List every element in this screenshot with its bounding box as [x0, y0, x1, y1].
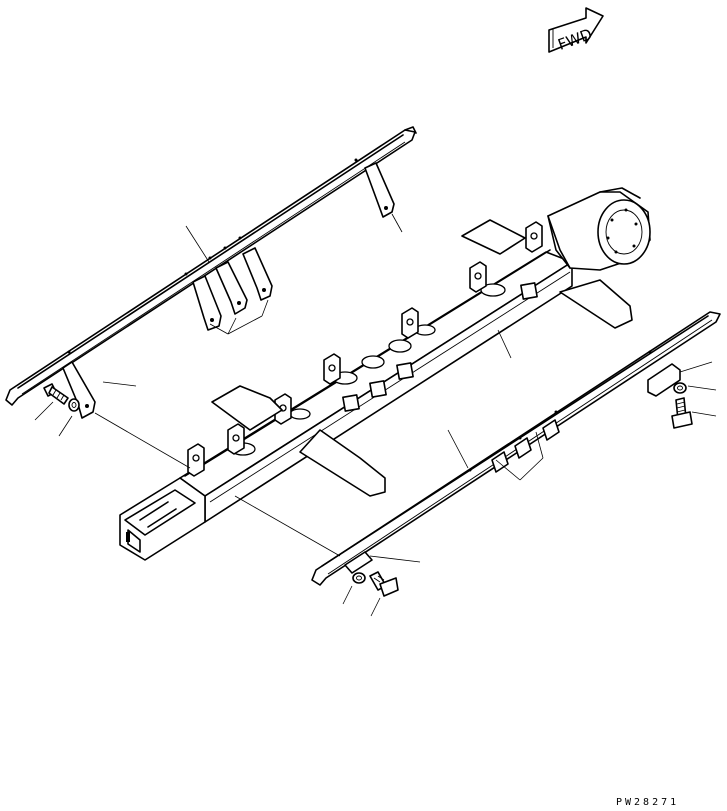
- bolt-right-lower: [369, 571, 399, 597]
- rear-swing-housing: [547, 187, 651, 271]
- right-side-rail: [311, 311, 721, 586]
- bolt-left: [43, 383, 69, 405]
- washer-right-lower: [352, 572, 366, 584]
- assembly-lines: [94, 412, 341, 557]
- frame-outriggers: [211, 219, 633, 497]
- left-side-rail: [5, 126, 417, 406]
- frame-front-end: [119, 477, 206, 561]
- drawing-code: PW28271: [616, 797, 679, 808]
- washer-left: [68, 398, 80, 412]
- fwd-arrow-icon: FWD: [548, 7, 604, 54]
- right-rail-brackets: [344, 363, 681, 574]
- leader-lines: [34, 213, 717, 617]
- bolt-right-upper: [671, 397, 693, 429]
- washer-right-upper: [673, 382, 687, 394]
- left-rail-brackets: [62, 162, 395, 419]
- frame-mount-blocks: [187, 221, 543, 477]
